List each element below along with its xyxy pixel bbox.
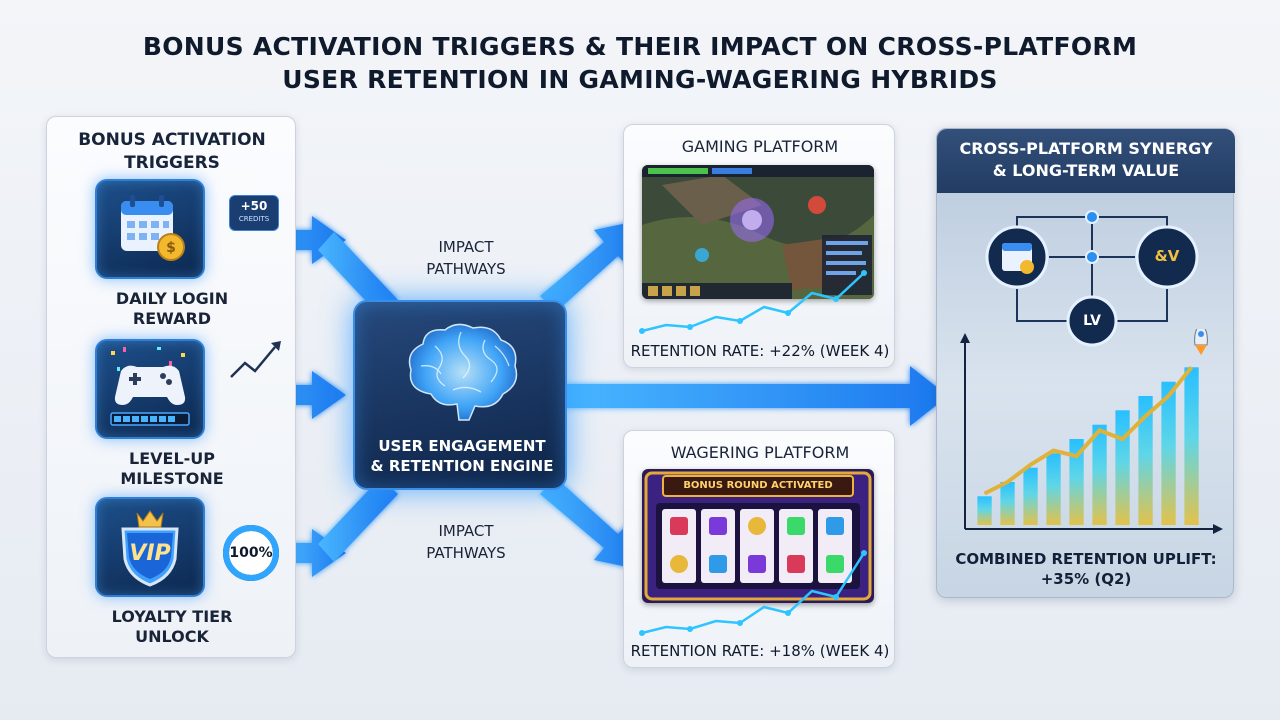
brain-icon	[408, 323, 518, 421]
arrow-to-gaming	[540, 220, 642, 312]
arrow-main	[566, 366, 948, 426]
wagering-trend-line	[639, 550, 867, 636]
chart-bar	[1023, 467, 1038, 525]
chart-bar	[1184, 367, 1199, 525]
node-brand-bottom-icon	[1066, 295, 1118, 347]
trigger-label-loyalty: LOYALTY TIER UNLOCK	[111, 607, 233, 646]
engine-label: USER ENGAGEMENT & RETENTION ENGINE	[370, 437, 554, 475]
vip-text: VIP	[129, 541, 171, 566]
chart-bar	[1115, 410, 1130, 525]
chart-bar	[977, 496, 992, 525]
page-title: BONUS ACTIVATION TRIGGERS & THEIR IMPACT…	[142, 32, 1138, 94]
gaming-trend-line	[639, 270, 867, 334]
arrow-loyalty	[284, 529, 346, 577]
wagering-title: WAGERING PLATFORM	[670, 443, 850, 462]
svg-text:$: $	[166, 240, 176, 256]
node-brand-right-icon	[1135, 225, 1199, 289]
trend-up-icon	[230, 341, 281, 378]
synergy-title: CROSS-PLATFORM SYNERGY & LONG-TERM VALUE	[959, 139, 1213, 180]
gamepad-progress-icon	[95, 339, 205, 439]
gaming-screenshot	[642, 165, 874, 299]
rocket-icon	[1194, 329, 1208, 355]
engine-box: USER ENGAGEMENT & RETENTION ENGINE	[353, 300, 567, 490]
trend-line	[983, 366, 1194, 496]
join-top	[318, 232, 398, 316]
triggers-panel: BONUS ACTIVATION TRIGGERS $ +50 CREDITS …	[46, 116, 296, 658]
synergy-panel: CROSS-PLATFORM SYNERGY & LONG-TERM VALUE…	[936, 128, 1235, 598]
bonus-banner: BONUS ROUND ACTIVATED	[662, 475, 854, 497]
chart-bar	[1092, 424, 1107, 525]
gaming-metric: RETENTION RATE: +22% (WEEK 4)	[630, 342, 890, 360]
gaming-title: GAMING PLATFORM	[681, 137, 839, 156]
calendar-coin-icon: $	[95, 179, 205, 279]
triggers-heading: BONUS ACTIVATION TRIGGERS	[78, 130, 266, 173]
impact-label-top: IMPACT PATHWAYS	[426, 238, 506, 278]
join-bottom	[318, 478, 398, 562]
vip-shield-icon: VIP	[95, 497, 205, 597]
node-right-text: &V	[1154, 247, 1180, 265]
impact-label-bottom: IMPACT PATHWAYS	[426, 522, 506, 562]
chart-bar	[1138, 396, 1153, 525]
synergy-network	[985, 210, 1199, 347]
progress-ring: 100%	[221, 523, 281, 583]
chart-bar	[1000, 482, 1015, 525]
trigger-label-levelup: LEVEL-UP MILESTONE	[120, 449, 224, 488]
wagering-panel: WAGERING PLATFORM BONUS ROUND ACTIVATED	[623, 430, 895, 668]
slot-machine-screenshot: BONUS ROUND ACTIVATED	[642, 469, 874, 603]
node-bottom-text: LV	[1083, 313, 1101, 329]
synergy-header	[937, 129, 1235, 193]
trigger-label-login: DAILY LOGIN REWARD	[115, 289, 229, 328]
arrow-to-wagering	[540, 478, 642, 570]
growth-chart	[960, 329, 1223, 534]
synergy-metric: COMBINED RETENTION UPLIFT: +35% (Q2)	[955, 550, 1217, 588]
chart-bar	[1046, 453, 1061, 525]
gaming-panel: GAMING PLATFORM RETENTION RATE: +22% (WE…	[623, 124, 895, 368]
credits-badge: +50 CREDITS	[229, 195, 279, 231]
chart-bar	[1069, 439, 1084, 525]
wagering-metric: RETENTION RATE: +18% (WEEK 4)	[630, 642, 890, 660]
chart-bar	[1161, 381, 1176, 525]
